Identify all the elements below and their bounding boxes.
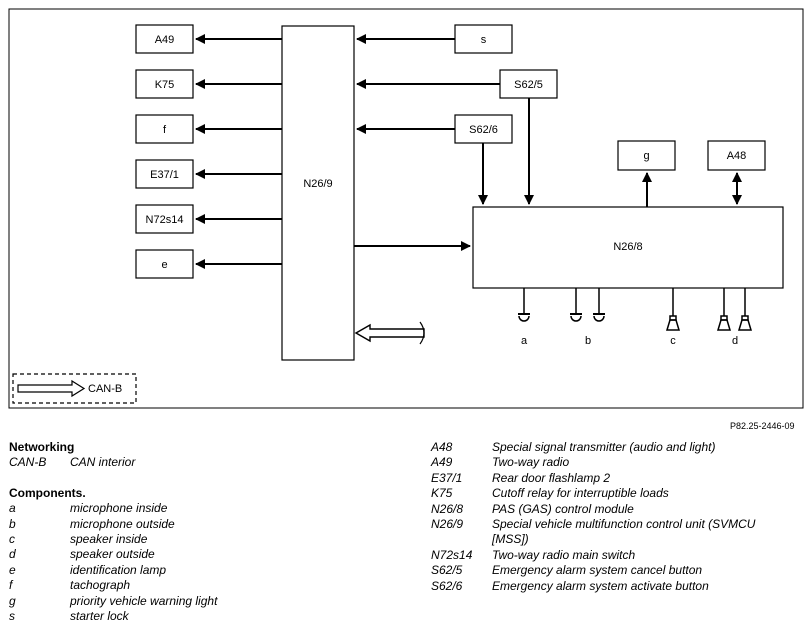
left-box-a49: A49	[135, 24, 282, 54]
device-label-c: c	[670, 335, 676, 347]
module-n26-9-label: N26/9	[303, 178, 332, 190]
microphone-outside-icon	[570, 288, 605, 322]
svg-text:A49: A49	[155, 34, 175, 46]
svg-text:A48: A48	[727, 150, 747, 162]
svg-text:N72s14: N72s14	[146, 214, 184, 226]
output-box-g: g	[617, 140, 676, 207]
svg-text:e: e	[161, 259, 167, 271]
input-box-s: s	[356, 24, 513, 54]
svg-text:K75: K75	[155, 79, 175, 91]
device-label-a: a	[521, 335, 528, 347]
components-title: Components.	[9, 485, 86, 500]
networking-title: Networking	[9, 440, 75, 454]
left-box-e: e	[135, 249, 282, 279]
microphone-inside-icon	[518, 288, 530, 322]
left-box-f: f	[135, 114, 282, 144]
input-box-s62-5: S62/5	[356, 69, 558, 205]
can-b-legend: CAN-B	[12, 373, 137, 404]
diagram-frame	[8, 8, 804, 409]
device-label-b: b	[585, 335, 591, 347]
input-box-s62-6: S62/6	[356, 114, 513, 205]
svg-text:S62/6: S62/6	[469, 124, 498, 136]
speaker-inside-icon	[665, 288, 681, 331]
figure-reference: P82.25-2446-09	[730, 421, 795, 431]
output-box-a48: A48	[707, 140, 766, 205]
svg-text:CAN-B: CAN-B	[88, 383, 122, 395]
svg-text:g: g	[643, 150, 649, 162]
can-bus-arrow	[354, 321, 425, 345]
module-n26-8-label: N26/8	[613, 241, 642, 253]
svg-text:S62/5: S62/5	[514, 79, 543, 91]
svg-text:f: f	[163, 124, 167, 136]
left-box-n72s14: N72s14	[135, 204, 282, 234]
left-box-k75: K75	[135, 69, 282, 99]
module-n26-9	[281, 25, 355, 361]
wiring-diagram: N26/9 A49 K75 f E37/1 N72s14 e s S62/5	[8, 8, 804, 409]
svg-text:E37/1: E37/1	[150, 169, 179, 181]
speaker-outside-icon	[716, 288, 753, 331]
svg-text:s: s	[481, 34, 487, 46]
device-label-d: d	[732, 335, 738, 347]
left-box-e37-1: E37/1	[135, 159, 282, 189]
module-n26-8	[472, 206, 784, 289]
